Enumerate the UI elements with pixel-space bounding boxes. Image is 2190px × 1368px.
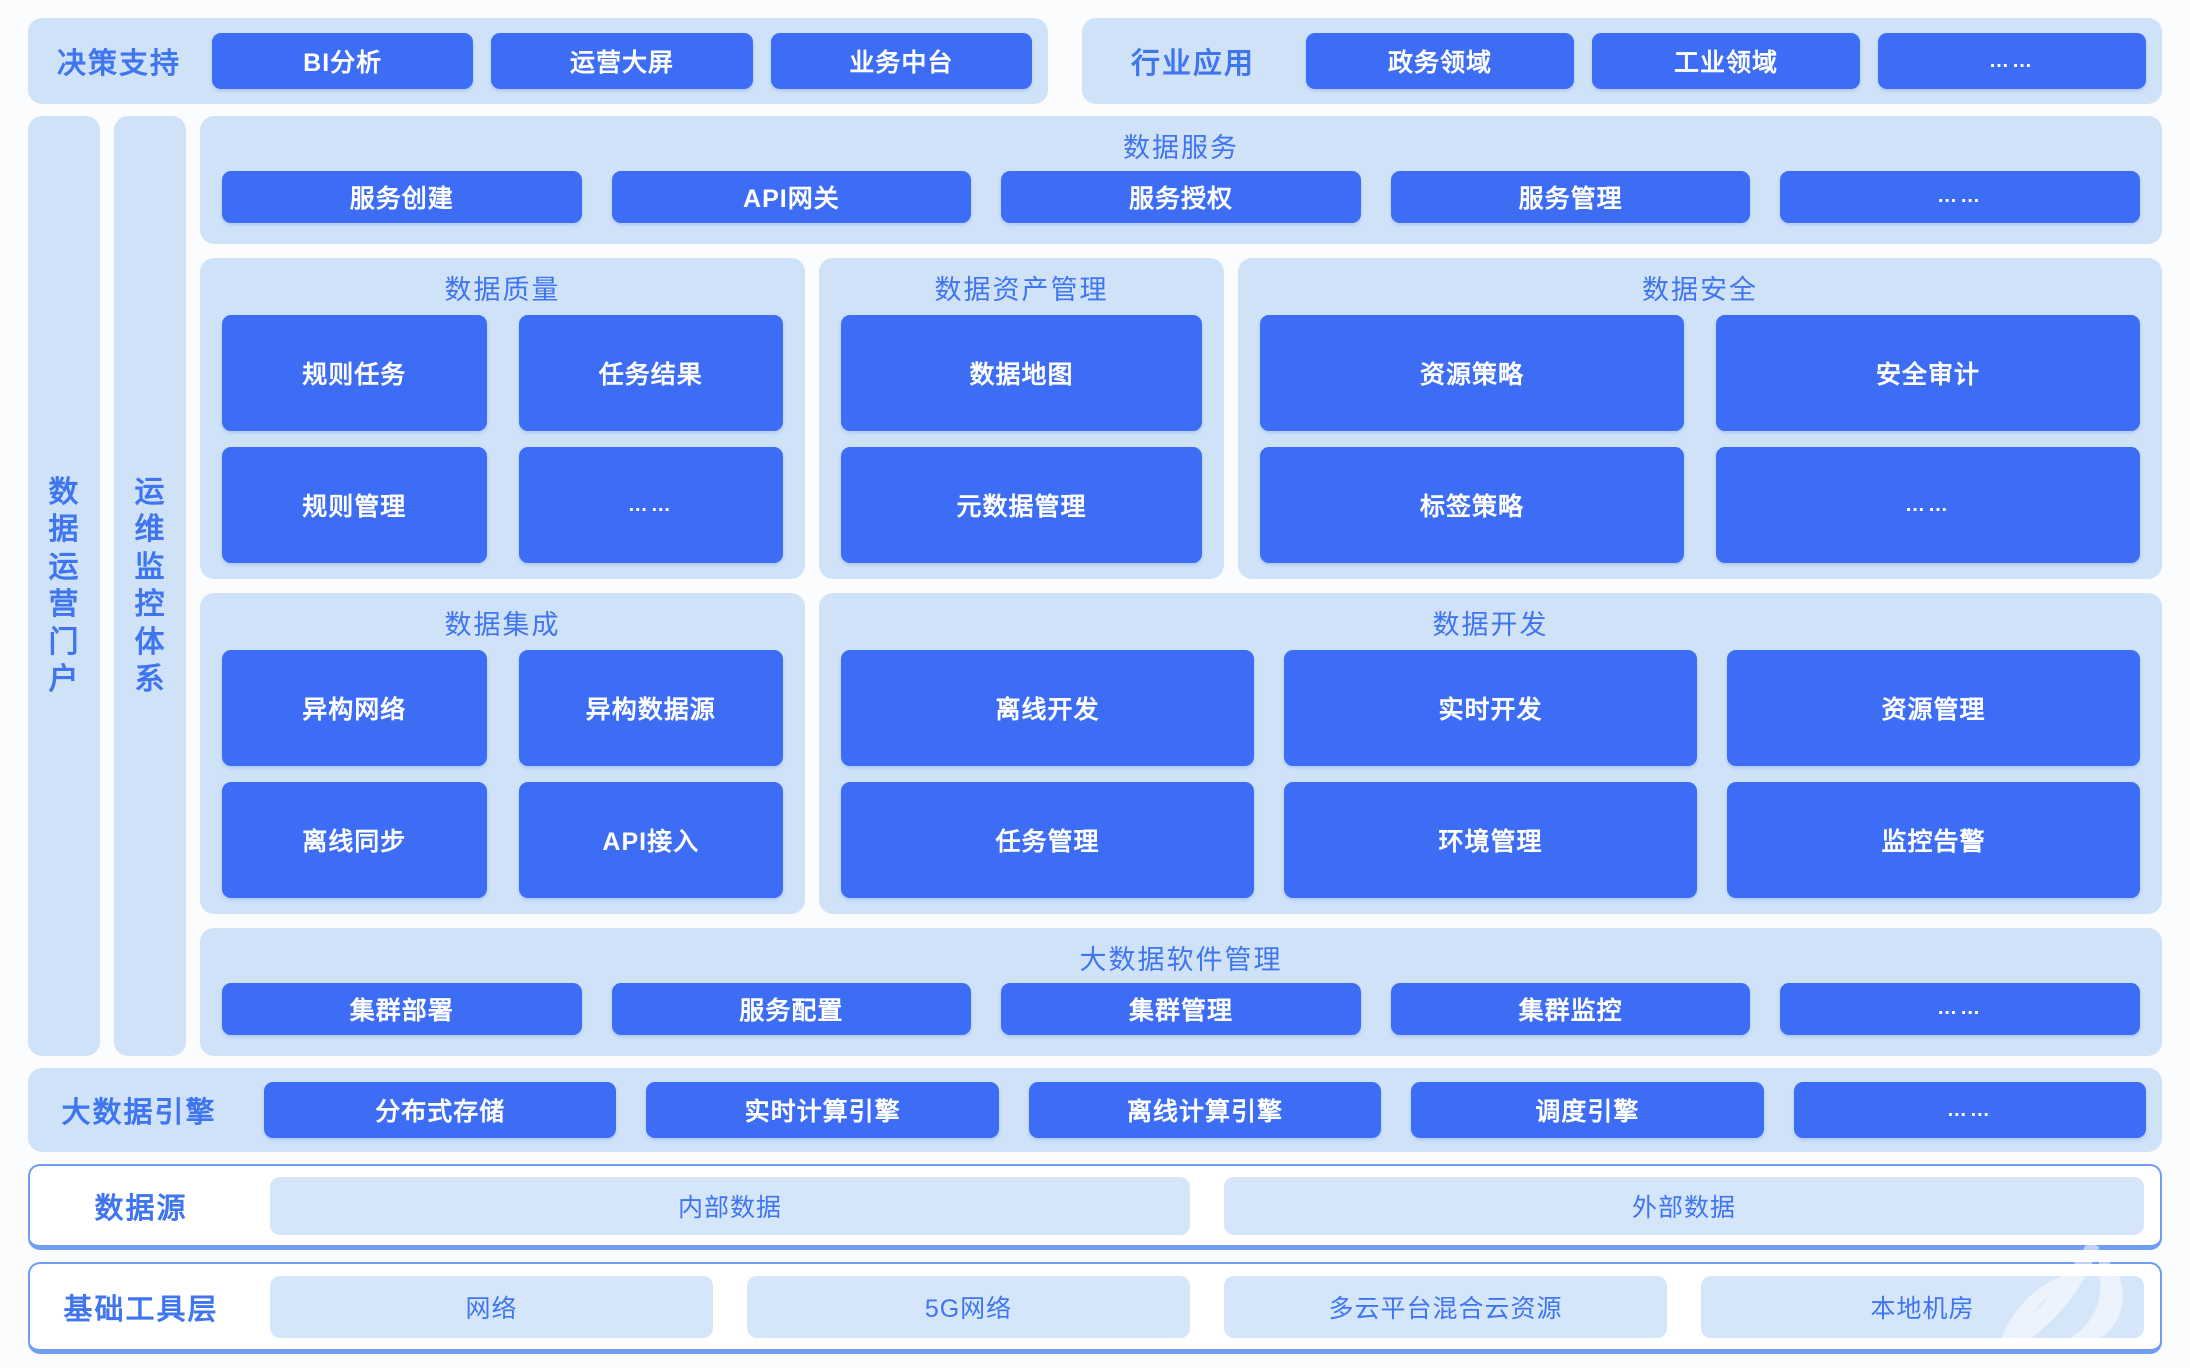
band-bigdata-software: 大数据软件管理 集群部署 服务配置 集群管理 集群监控 …… xyxy=(200,928,2162,1056)
chip-engine-more[interactable]: …… xyxy=(1793,1082,2147,1138)
decision-support-label: 决策支持 xyxy=(56,48,181,80)
chip-realtime-compute-engine[interactable]: 实时计算引擎 xyxy=(646,1082,999,1138)
chip-task-result[interactable]: 任务结果 xyxy=(518,315,783,431)
data-services-items: 服务创建 API网关 服务授权 服务管理 …… xyxy=(222,165,2140,228)
data-integration-items: 异构网络 异构数据源 离线同步 API接入 xyxy=(222,650,783,898)
chip-realtime-development[interactable]: 实时开发 xyxy=(1284,650,1697,766)
bigdata-software-panel: 大数据软件管理 集群部署 服务配置 集群管理 集群监控 …… xyxy=(200,928,2162,1056)
chip-environment-manage[interactable]: 环境管理 xyxy=(1284,782,1697,898)
chip-cluster-manage[interactable]: 集群管理 xyxy=(1001,982,1361,1035)
data-integration-panel: 数据集成 异构网络 异构数据源 离线同步 API接入 xyxy=(200,593,805,914)
sidebar-label-data-operation-portal: 数据运营门户 xyxy=(48,475,80,697)
middle-columns: 数据服务 服务创建 API网关 服务授权 服务管理 …… 数据质量 规则任务 xyxy=(200,116,2162,1056)
chip-metadata-manage[interactable]: 元数据管理 xyxy=(841,447,1202,563)
chip-resource-manage[interactable]: 资源管理 xyxy=(1727,650,2140,766)
band-integration-development: 数据集成 异构网络 异构数据源 离线同步 API接入 数据开发 离线开发 实时开… xyxy=(200,593,2162,914)
chip-bi-analysis[interactable]: BI分析 xyxy=(212,33,474,89)
chip-offline-development[interactable]: 离线开发 xyxy=(841,650,1254,766)
chip-distributed-storage[interactable]: 分布式存储 xyxy=(264,1082,617,1138)
chip-offline-sync[interactable]: 离线同步 xyxy=(222,782,487,898)
bigdata-engine-panel: 大数据引擎 分布式存储 实时计算引擎 离线计算引擎 调度引擎 …… xyxy=(28,1068,2162,1152)
sidebar-label-ops-monitoring-system: 运维监控体系 xyxy=(134,475,166,697)
chip-rule-manage[interactable]: 规则管理 xyxy=(222,447,487,563)
bigdata-engine-label: 大数据引擎 xyxy=(61,1097,217,1129)
chip-local-datacenter[interactable]: 本地机房 xyxy=(1701,1275,2144,1338)
chip-resource-policy[interactable]: 资源策略 xyxy=(1260,315,1684,431)
sidebar-data-operation-portal[interactable]: 数据运营门户 xyxy=(28,116,100,1056)
chip-security-audit[interactable]: 安全审计 xyxy=(1716,315,2140,431)
middle-section: 数据运营门户 运维监控体系 数据服务 服务创建 API网关 服务授权 服务管理 … xyxy=(28,116,2162,1056)
chip-service-authorize[interactable]: 服务授权 xyxy=(1001,170,1361,223)
data-security-panel: 数据安全 资源策略 安全审计 标签策略 …… xyxy=(1238,258,2162,579)
chip-heterogeneous-network[interactable]: 异构网络 xyxy=(222,650,487,766)
data-asset-items: 数据地图 元数据管理 xyxy=(841,315,1202,563)
chip-service-config[interactable]: 服务配置 xyxy=(611,982,972,1035)
chip-scheduling-engine[interactable]: 调度引擎 xyxy=(1411,1082,1764,1138)
data-development-title: 数据开发 xyxy=(1432,610,1549,640)
bigdata-software-title: 大数据软件管理 xyxy=(1079,945,1283,975)
chip-data-map[interactable]: 数据地图 xyxy=(841,315,1202,431)
chip-government-domain[interactable]: 政务领域 xyxy=(1306,33,1574,89)
chip-operation-screen[interactable]: 运营大屏 xyxy=(491,33,753,89)
chip-cluster-deploy[interactable]: 集群部署 xyxy=(222,982,582,1035)
chip-5g-network[interactable]: 5G网络 xyxy=(747,1275,1190,1338)
infrastructure-row: 基础工具层 网络 5G网络 多云平台混合云资源 本地机房 xyxy=(28,1262,2162,1354)
data-asset-panel: 数据资产管理 数据地图 元数据管理 xyxy=(819,258,1224,579)
data-services-title: 数据服务 xyxy=(1123,133,1239,163)
chip-security-more[interactable]: …… xyxy=(1716,447,2140,563)
chip-service-manage[interactable]: 服务管理 xyxy=(1390,170,1751,223)
data-quality-panel: 数据质量 规则任务 任务结果 规则管理 …… xyxy=(200,258,805,579)
data-development-panel: 数据开发 离线开发 实时开发 资源管理 任务管理 环境管理 监控告警 xyxy=(819,593,2162,914)
chip-monitor-alarm[interactable]: 监控告警 xyxy=(1727,782,2140,898)
chip-heterogeneous-source[interactable]: 异构数据源 xyxy=(518,650,783,766)
data-quality-items: 规则任务 任务结果 规则管理 …… xyxy=(222,315,783,563)
chip-task-manage[interactable]: 任务管理 xyxy=(841,782,1254,898)
chip-business-midend[interactable]: 业务中台 xyxy=(770,33,1032,89)
chip-external-data[interactable]: 外部数据 xyxy=(1224,1176,2144,1235)
chip-offline-compute-engine[interactable]: 离线计算引擎 xyxy=(1028,1082,1382,1138)
data-services-panel: 数据服务 服务创建 API网关 服务授权 服务管理 …… xyxy=(200,116,2162,244)
data-source-row: 数据源 内部数据 外部数据 xyxy=(28,1164,2162,1250)
sidebar-ops-monitoring-system[interactable]: 运维监控体系 xyxy=(114,116,186,1056)
chip-network[interactable]: 网络 xyxy=(270,1275,713,1338)
data-asset-title: 数据资产管理 xyxy=(934,275,1109,305)
data-security-items: 资源策略 安全审计 标签策略 …… xyxy=(1260,315,2140,563)
chip-service-more[interactable]: …… xyxy=(1780,170,2140,223)
chip-api-access[interactable]: API接入 xyxy=(518,782,783,898)
industry-application-panel: 行业应用 政务领域 工业领域 …… xyxy=(1082,18,2162,104)
top-row: 决策支持 BI分析 运营大屏 业务中台 行业应用 政务领域 工业领域 …… xyxy=(28,18,2162,104)
chip-industrial-domain[interactable]: 工业领域 xyxy=(1592,33,1860,89)
chip-multicloud[interactable]: 多云平台混合云资源 xyxy=(1224,1275,1667,1338)
bigdata-engine-row: 大数据引擎 分布式存储 实时计算引擎 离线计算引擎 调度引擎 …… xyxy=(28,1068,2162,1152)
infrastructure-label: 基础工具层 xyxy=(63,1293,219,1326)
chip-software-more[interactable]: …… xyxy=(1780,982,2140,1035)
band-data-services: 数据服务 服务创建 API网关 服务授权 服务管理 …… xyxy=(200,116,2162,244)
data-integration-title: 数据集成 xyxy=(444,610,561,640)
band-governance: 数据质量 规则任务 任务结果 规则管理 …… 数据资产管理 数据地图 元数据管理 xyxy=(200,258,2162,579)
chip-internal-data[interactable]: 内部数据 xyxy=(270,1176,1190,1235)
data-development-items: 离线开发 实时开发 资源管理 任务管理 环境管理 监控告警 xyxy=(841,650,2140,898)
chip-rule-task[interactable]: 规则任务 xyxy=(222,315,487,431)
bigdata-software-items: 集群部署 服务配置 集群管理 集群监控 …… xyxy=(222,977,2140,1040)
chip-industry-more[interactable]: …… xyxy=(1878,33,2146,89)
industry-application-label: 行业应用 xyxy=(1130,48,1255,80)
chip-service-create[interactable]: 服务创建 xyxy=(222,170,582,223)
data-source-label: 数据源 xyxy=(94,1192,188,1225)
chip-quality-more[interactable]: …… xyxy=(518,447,783,563)
chip-tag-policy[interactable]: 标签策略 xyxy=(1260,447,1684,563)
chip-api-gateway[interactable]: API网关 xyxy=(611,170,972,223)
decision-support-panel: 决策支持 BI分析 运营大屏 业务中台 xyxy=(28,18,1048,104)
data-quality-title: 数据质量 xyxy=(444,275,561,305)
chip-cluster-monitor[interactable]: 集群监控 xyxy=(1390,982,1751,1035)
data-security-title: 数据安全 xyxy=(1642,275,1758,305)
